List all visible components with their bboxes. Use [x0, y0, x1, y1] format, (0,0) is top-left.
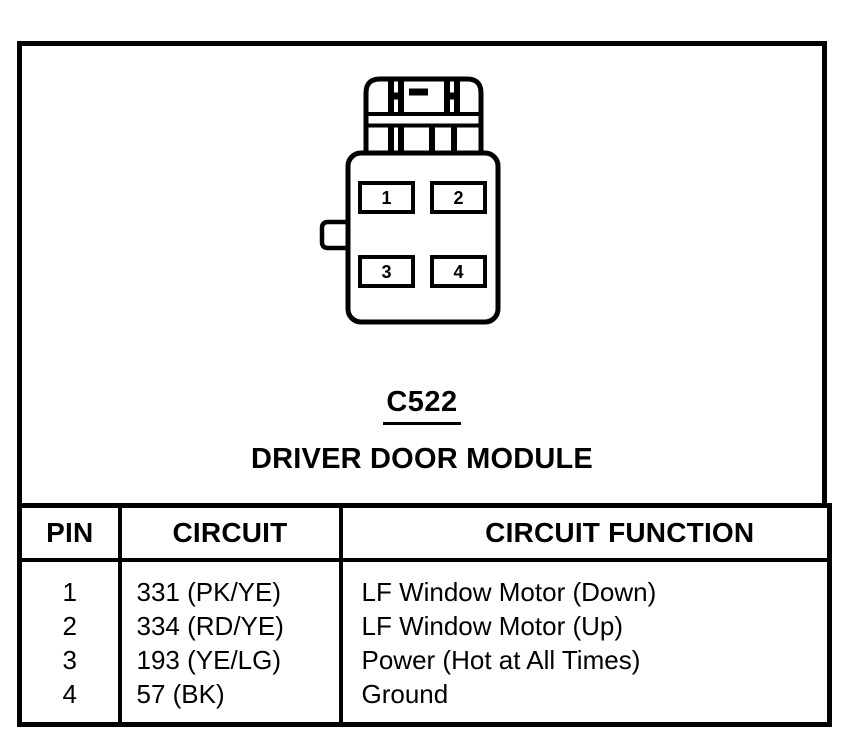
column-header-pin: PIN: [17, 503, 122, 562]
column-header-circuit: CIRCUIT: [117, 503, 343, 562]
circuit-value: 331 (PK/YE): [136, 577, 282, 607]
pin-number: 2: [62, 611, 77, 641]
connector-body: [345, 150, 501, 325]
circuit-function-value: LF Window Motor (Up): [361, 611, 624, 641]
connector-id-text: C522: [383, 386, 461, 425]
pinout-body-row: 1 2 3 4 331 (PK/YE) 334 (RD/YE) 193 (YE/…: [17, 558, 832, 727]
column-header-circuit-function: CIRCUIT FUNCTION: [338, 503, 832, 562]
pin-column: 1 2 3 4: [17, 558, 122, 727]
circuit-function-value: LF Window Motor (Down): [361, 577, 657, 607]
pinout-header-row: PIN CIRCUIT CIRCUIT FUNCTION: [17, 503, 832, 562]
connector-id: C522: [17, 386, 827, 425]
circuit-function-value: Power (Hot at All Times): [361, 645, 641, 675]
pin-number: 3: [62, 645, 77, 675]
pin-number: 1: [62, 577, 77, 607]
pin-slot-3-label: 3: [381, 262, 391, 282]
pin-slot-1-label: 1: [381, 188, 391, 208]
pin-slot-1: [358, 181, 415, 214]
pinout-table: PIN CIRCUIT CIRCUIT FUNCTION 1 2 3 4 331…: [17, 503, 832, 727]
connector-side-tab: [319, 219, 350, 251]
pin-slot-2: [430, 181, 487, 214]
circuit-value: 57 (BK): [136, 679, 225, 709]
pin-number: 4: [62, 679, 77, 709]
circuit-value: 334 (RD/YE): [136, 611, 284, 641]
pin-slot-4: [430, 255, 487, 288]
connector-title: DRIVER DOOR MODULE: [251, 443, 593, 475]
connector-latch: [363, 76, 484, 158]
circuit-function-value: Ground: [361, 679, 449, 709]
circuit-function-column: LF Window Motor (Down) LF Window Motor (…: [338, 558, 832, 727]
pin-slot-4-label: 4: [453, 262, 463, 282]
pin-slot-2-label: 2: [453, 188, 463, 208]
pin-slot-3: [358, 255, 415, 288]
circuit-column: 331 (PK/YE) 334 (RD/YE) 193 (YE/LG) 57 (…: [117, 558, 343, 727]
circuit-value: 193 (YE/LG): [136, 645, 282, 675]
